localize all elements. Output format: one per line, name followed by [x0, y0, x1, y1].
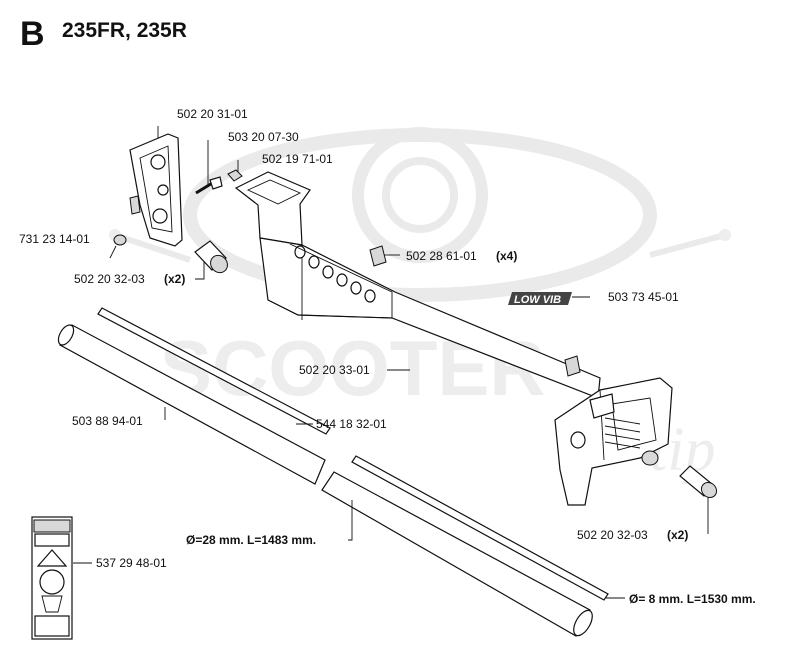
svg-text:502 20 31-01: 502 20 31-01 [177, 107, 248, 121]
grip-cap-left [194, 240, 228, 274]
callout-502-19-71-01: 502 19 71-01 [262, 152, 333, 166]
handle-bracket [129, 133, 183, 247]
svg-text:(x2): (x2) [667, 528, 688, 542]
dimension-rod: Ø= 8 mm. L=1530 mm. [629, 592, 756, 606]
cable-clip-lower [564, 355, 581, 377]
tube-lower [321, 471, 593, 637]
svg-text:502 20 32-03: 502 20 32-03 [577, 528, 648, 542]
callout-502-20-32-03-right: 502 20 32-03 (x2) [577, 528, 688, 542]
low-vib-decal-text: LOW VIB [514, 294, 561, 306]
svg-text:503 20 07-30: 503 20 07-30 [228, 130, 299, 144]
callout-502-20-33-01: 502 20 33-01 [299, 363, 370, 377]
low-vib-decal: LOW VIB [508, 292, 572, 306]
svg-text:502 19 71-01: 502 19 71-01 [262, 152, 333, 166]
callout-502-20-32-03-left: 502 20 32-03 (x2) [74, 272, 185, 286]
screw [195, 176, 223, 195]
leader-lines [73, 126, 709, 599]
svg-text:(x2): (x2) [164, 272, 185, 286]
model-title: 235FR, 235R [62, 19, 187, 42]
svg-text:502 28 61-01: 502 28 61-01 [406, 249, 477, 263]
svg-text:503 88 94-01: 503 88 94-01 [72, 414, 143, 428]
svg-text:544 18 32-01: 544 18 32-01 [316, 417, 387, 431]
callout-731-23-14-01: 731 23 14-01 [19, 232, 90, 246]
svg-text:(x4): (x4) [496, 249, 517, 263]
svg-text:502 20 33-01: 502 20 33-01 [299, 363, 370, 377]
cable-clip-upper [369, 245, 387, 267]
rod-upper [97, 307, 331, 435]
dimension-tube: Ø=28 mm. L=1483 mm. [186, 533, 316, 547]
callout-502-20-31-01: 502 20 31-01 [177, 107, 248, 121]
callout-503-20-07-30: 503 20 07-30 [228, 130, 299, 144]
callout-544-18-32-01: 544 18 32-01 [316, 417, 387, 431]
frame-fins [604, 417, 641, 449]
section-letter: B [20, 15, 45, 53]
rod-lower [351, 455, 609, 601]
callout-502-28-61-01: 502 28 61-01 (x4) [406, 249, 517, 263]
callout-503-88-94-01: 503 88 94-01 [72, 414, 143, 428]
svg-text:502 20 32-03: 502 20 32-03 [74, 272, 145, 286]
nut [113, 234, 127, 246]
frame-holes [294, 245, 376, 303]
clip-small [227, 169, 243, 182]
callout-503-73-45-01: 503 73 45-01 [608, 290, 679, 304]
warning-decal [31, 516, 73, 640]
svg-text:537 29 48-01: 537 29 48-01 [96, 556, 167, 570]
callout-537-29-48-01: 537 29 48-01 [96, 556, 167, 570]
tube-upper [57, 324, 326, 485]
grip-cap-right [679, 465, 718, 499]
main-frame [234, 171, 673, 506]
svg-text:731 23 14-01: 731 23 14-01 [19, 232, 90, 246]
svg-text:503 73 45-01: 503 73 45-01 [608, 290, 679, 304]
